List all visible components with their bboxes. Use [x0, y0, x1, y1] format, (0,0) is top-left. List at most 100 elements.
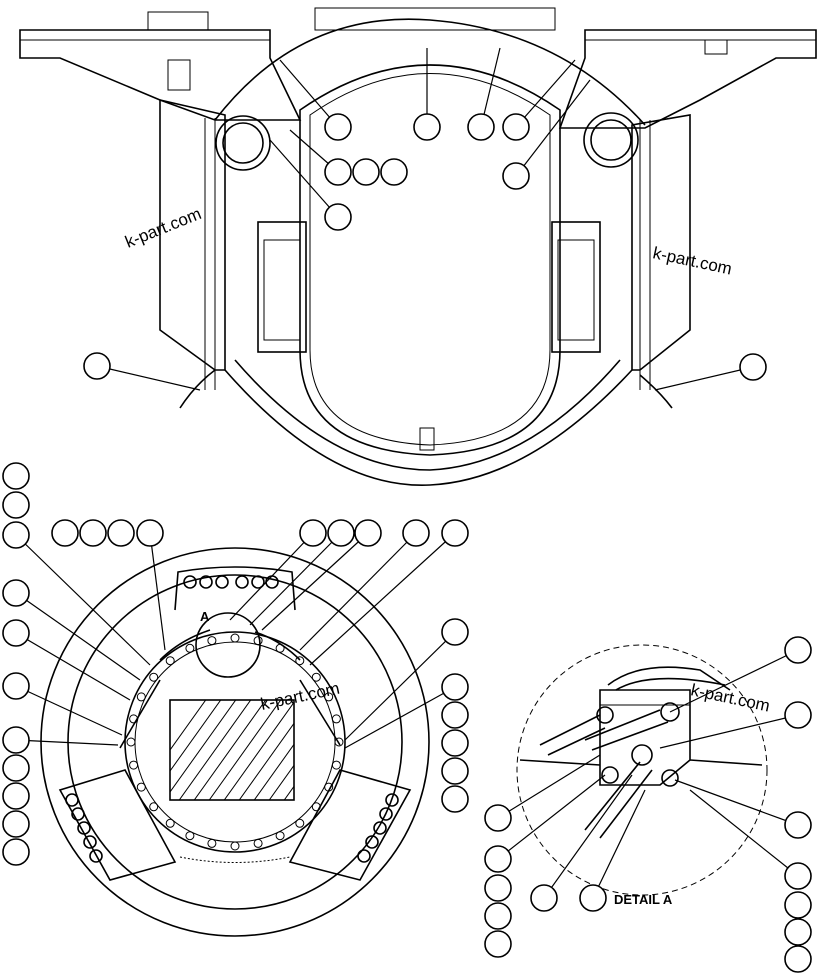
callout-balloon [784, 811, 812, 839]
callout-balloon [83, 352, 111, 380]
callout-balloon [2, 754, 30, 782]
callout-balloon [441, 785, 469, 813]
callout-balloon [484, 845, 512, 873]
callout-balloon [2, 810, 30, 838]
bolt-hole [295, 656, 305, 666]
callout-balloon [2, 672, 30, 700]
bolt-hole [136, 782, 146, 792]
bolt-hole [253, 838, 263, 848]
callout-balloon [2, 521, 30, 549]
callout-balloon [579, 884, 607, 912]
callout-balloon [2, 782, 30, 810]
bolt-hole [311, 802, 321, 812]
bolt-head [265, 575, 279, 589]
bolt-head [77, 821, 91, 835]
callout-balloon [484, 874, 512, 902]
callout-balloon [79, 519, 107, 547]
watermark: k-part.com [122, 204, 204, 252]
callout-balloon [2, 726, 30, 754]
callout-balloon [324, 158, 352, 186]
callout-balloon [441, 673, 469, 701]
callout-balloon [784, 945, 812, 973]
bolt-pattern [65, 575, 399, 863]
bolt-hole [165, 818, 175, 828]
bolt-hole [149, 802, 159, 812]
bolt-head [385, 793, 399, 807]
watermark: k-part.com [689, 680, 771, 715]
bolt-head [65, 793, 79, 807]
callout-balloon [380, 158, 408, 186]
bolt-hole [149, 672, 159, 682]
bolt-hole [136, 692, 146, 702]
callout-balloon [2, 619, 30, 647]
callout-balloon [413, 113, 441, 141]
callout-balloon [441, 519, 469, 547]
callout-balloon [502, 113, 530, 141]
ring-callouts [2, 462, 469, 866]
bolt-hole [275, 643, 285, 653]
callout-balloon [441, 729, 469, 757]
bolt-hole [324, 692, 334, 702]
callout-balloon [484, 930, 512, 958]
callout-balloon [402, 519, 430, 547]
callout-balloon [784, 862, 812, 890]
bolt-head [215, 575, 229, 589]
callout-balloon [484, 902, 512, 930]
callout-balloon [502, 162, 530, 190]
callout-balloon [51, 519, 79, 547]
bolt-head [251, 575, 265, 589]
watermark: k-part.com [651, 243, 733, 278]
top-view-callouts [83, 47, 767, 391]
bolt-hole [129, 714, 139, 724]
callout-balloon [784, 918, 812, 946]
callout-balloon [324, 113, 352, 141]
callout-balloon [324, 203, 352, 231]
bolt-hole [185, 643, 195, 653]
bolt-hole [207, 838, 217, 848]
callout-balloon [784, 891, 812, 919]
bolt-hole [129, 760, 139, 770]
callout-balloon [352, 158, 380, 186]
callout-balloon [354, 519, 382, 547]
bolt-hole [230, 633, 240, 643]
bolt-hole [334, 737, 344, 747]
callout-balloon [107, 519, 135, 547]
callout-balloon [441, 701, 469, 729]
bolt-hole [207, 636, 217, 646]
callout-balloon [530, 884, 558, 912]
callout-balloon [441, 618, 469, 646]
bolt-head [235, 575, 249, 589]
bolt-hole [185, 831, 195, 841]
callout-balloon [136, 519, 164, 547]
bolt-hole [331, 714, 341, 724]
callout-balloon [784, 701, 812, 729]
bolt-head [83, 835, 97, 849]
bolt-head [71, 807, 85, 821]
frame-top-view [19, 7, 817, 486]
bolt-hole [275, 831, 285, 841]
callout-balloon [299, 519, 327, 547]
detail-marker-label: A [200, 609, 210, 624]
callout-balloon [441, 757, 469, 785]
detail-a-view [516, 644, 768, 896]
callout-balloon [2, 491, 30, 519]
bolt-hole [126, 737, 136, 747]
detail-a-caption: DETAIL A [614, 892, 673, 907]
bolt-hole [165, 656, 175, 666]
callout-balloon [484, 804, 512, 832]
callout-balloon [467, 113, 495, 141]
bolt-head [89, 849, 103, 863]
bolt-hole [311, 672, 321, 682]
bolt-head [357, 849, 371, 863]
callout-balloon [2, 838, 30, 866]
bolt-head [199, 575, 213, 589]
bolt-hole [324, 782, 334, 792]
bolt-head [365, 835, 379, 849]
detail-a-callouts [484, 636, 812, 973]
bolt-hole [331, 760, 341, 770]
callout-balloon [327, 519, 355, 547]
callout-balloon [2, 462, 30, 490]
callout-balloon [784, 636, 812, 664]
bolt-head [373, 821, 387, 835]
